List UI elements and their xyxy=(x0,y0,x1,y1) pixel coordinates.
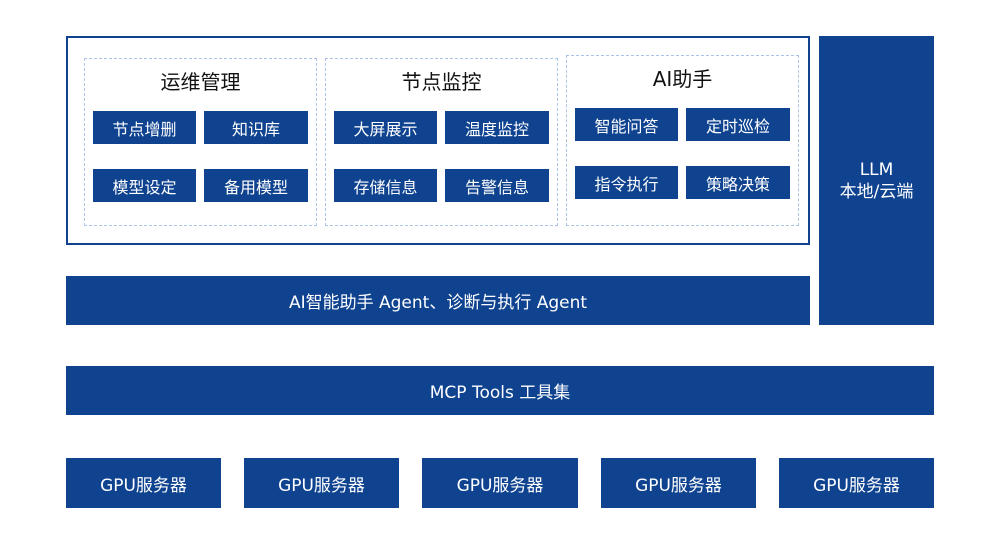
gpu-server-label: GPU服务器 xyxy=(456,475,544,496)
llm-subtitle: 本地/云端 xyxy=(839,181,914,202)
mcp-tools-label: MCP Tools 工具集 xyxy=(429,383,571,403)
mcp-tools-bar: MCP Tools 工具集 xyxy=(66,366,934,415)
model-settings-button[interactable]: 模型设定 xyxy=(93,169,196,202)
group-node-monitoring xyxy=(325,58,558,226)
gpu-server-label: GPU服务器 xyxy=(100,475,187,496)
strategy-decision-button[interactable]: 策略决策 xyxy=(686,166,790,199)
agent-bar-label: AI智能助手 Agent、诊断与执行 Agent xyxy=(288,293,588,313)
command-exec-button[interactable]: 指令执行 xyxy=(575,166,678,199)
scheduled-inspection-button[interactable]: 定时巡检 xyxy=(686,108,790,141)
llm-block: LLM 本地/云端 xyxy=(819,36,934,325)
gpu-server-label: GPU服务器 xyxy=(278,475,365,496)
gpu-server: GPU服务器 xyxy=(779,458,934,508)
gpu-server: GPU服务器 xyxy=(422,458,578,508)
agent-bar: AI智能助手 Agent、诊断与执行 Agent xyxy=(66,276,810,325)
backup-model-button[interactable]: 备用模型 xyxy=(204,169,308,202)
group-ops-management xyxy=(84,58,317,226)
smart-qa-button[interactable]: 智能问答 xyxy=(575,108,678,141)
group-title: 运维管理 xyxy=(160,70,241,94)
gpu-server: GPU服务器 xyxy=(244,458,399,508)
gpu-server-label: GPU服务器 xyxy=(813,475,900,496)
gpu-server: GPU服务器 xyxy=(66,458,221,508)
gpu-server-label: GPU服务器 xyxy=(635,475,722,496)
group-title: AI助手 xyxy=(652,67,713,91)
group-title: 节点监控 xyxy=(401,70,482,94)
knowledge-base-button[interactable]: 知识库 xyxy=(204,111,308,144)
llm-title: LLM xyxy=(859,159,894,180)
storage-info-button[interactable]: 存储信息 xyxy=(334,169,437,202)
temperature-monitor-button[interactable]: 温度监控 xyxy=(445,111,549,144)
alert-info-button[interactable]: 告警信息 xyxy=(445,169,549,202)
gpu-server: GPU服务器 xyxy=(601,458,756,508)
group-ai-assistant xyxy=(566,55,799,226)
big-screen-button[interactable]: 大屏展示 xyxy=(334,111,437,144)
node-add-remove-button[interactable]: 节点增删 xyxy=(93,111,196,144)
